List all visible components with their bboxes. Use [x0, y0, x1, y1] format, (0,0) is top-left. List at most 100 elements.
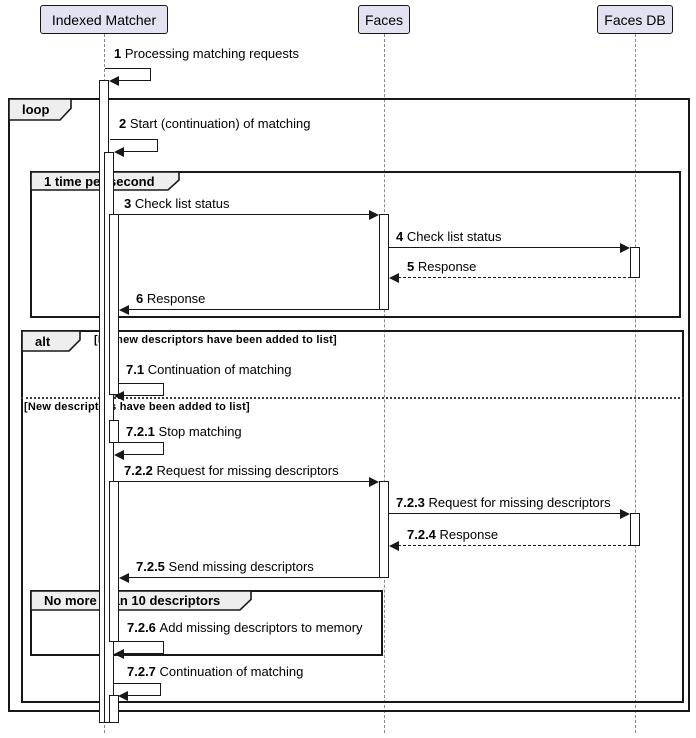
frame-header-3: No more than 10 descriptors: [30, 590, 252, 611]
self-message-top: [119, 641, 163, 642]
self-message-bottom: [127, 695, 161, 696]
arrowhead-right: [369, 210, 379, 220]
arrowhead-right: [620, 243, 630, 253]
arrowhead-left: [119, 573, 129, 583]
message-label-1: 1 Processing matching requests: [114, 46, 299, 61]
arrowhead-left: [389, 541, 399, 551]
message-label-5: 5 Response: [407, 259, 476, 274]
arrowhead-left: [118, 691, 128, 701]
message-label-3: 3 Check list status: [124, 196, 230, 211]
message-label-6: 6 Response: [136, 291, 205, 306]
message-label-7.2.4: 7.2.4 Response: [407, 527, 498, 542]
activation-bar: [379, 214, 389, 310]
message-text: Request for missing descriptors: [428, 495, 611, 510]
arrowhead-left: [114, 391, 124, 401]
message-line: [398, 545, 631, 546]
frame-header-0: loop: [8, 98, 72, 121]
alt-divider: [21, 397, 684, 399]
activation-bar: [109, 420, 119, 443]
message-number: 7.2.4: [407, 527, 436, 542]
message-text: Response: [439, 527, 499, 542]
message-number: 6: [136, 291, 144, 306]
message-number: 7.2.7: [127, 664, 156, 679]
self-message-side: [163, 442, 164, 454]
message-line: [128, 577, 380, 578]
participant-box-faces: Faces: [358, 5, 410, 34]
self-message-bottom: [123, 395, 164, 396]
message-text: Check list status: [406, 229, 502, 244]
message-line: [119, 481, 371, 482]
self-message-bottom: [118, 80, 151, 81]
self-message-side: [163, 641, 164, 653]
message-number: 7.1: [126, 362, 145, 377]
message-number: 5: [407, 259, 415, 274]
message-label-7.2.2: 7.2.2 Request for missing descriptors: [124, 463, 339, 478]
message-text: Check list status: [134, 196, 230, 211]
frame-label-2: alt: [35, 333, 51, 349]
activation-bar: [109, 481, 119, 642]
message-number: 7.2.1: [126, 424, 155, 439]
message-number: 7.2.5: [136, 559, 165, 574]
message-line: [389, 513, 622, 514]
self-message-top: [114, 683, 160, 684]
self-message-top: [119, 383, 163, 384]
message-label-2: 2 Start (continuation) of matching: [119, 116, 311, 131]
arrowhead-left: [114, 147, 124, 157]
activation-bar: [109, 695, 119, 723]
alt-guard-2: [New descriptors have been added to list…: [24, 401, 250, 413]
message-text: Response: [146, 291, 206, 306]
arrowhead-left: [119, 305, 129, 315]
message-number: 7.2.3: [396, 495, 425, 510]
arrowhead-left: [114, 649, 124, 659]
message-label-7.1: 7.1 Continuation of matching: [126, 362, 292, 377]
message-label-7.2.5: 7.2.5 Send missing descriptors: [136, 559, 314, 574]
message-number: 3: [124, 196, 132, 211]
message-text: Add missing descriptors to memory: [159, 620, 363, 635]
message-text: Continuation of matching: [147, 362, 292, 377]
self-message-bottom: [123, 454, 164, 455]
frame-header-2: alt: [21, 330, 81, 352]
message-text: Response: [417, 259, 477, 274]
arrowhead-right: [369, 477, 379, 487]
frame-group-1: [30, 171, 681, 318]
message-text: Request for missing descriptors: [156, 463, 339, 478]
message-label-7.2.7: 7.2.7 Continuation of matching: [127, 664, 303, 679]
message-number: 7.2.2: [124, 463, 153, 478]
participant-box-indexed-matcher: Indexed Matcher: [40, 5, 168, 34]
self-message-side: [160, 683, 161, 695]
activation-bar: [109, 214, 119, 395]
self-message-side: [150, 68, 151, 80]
message-label-7.2.6: 7.2.6 Add missing descriptors to memory: [127, 620, 363, 635]
message-line: [398, 277, 631, 278]
frame-loop-0: [8, 98, 690, 712]
lifeline-1: [384, 34, 385, 733]
message-text: Processing matching requests: [124, 46, 300, 61]
message-label-4: 4 Check list status: [396, 229, 502, 244]
message-number: 2: [119, 116, 127, 131]
participant-box-faces-db: Faces DB: [597, 5, 673, 34]
message-line: [128, 309, 380, 310]
self-message-top: [119, 442, 163, 443]
message-text: Continuation of matching: [159, 664, 304, 679]
arrowhead-right: [620, 509, 630, 519]
self-message-bottom: [123, 653, 164, 654]
self-message-top: [110, 139, 157, 140]
arrowhead-left: [109, 76, 119, 86]
activation-bar: [630, 513, 640, 546]
self-message-top: [105, 68, 150, 69]
activation-bar: [630, 247, 640, 278]
message-text: Stop matching: [158, 424, 242, 439]
activation-bar: [379, 481, 389, 578]
message-number: 7.2.6: [127, 620, 156, 635]
frame-alt-2: [21, 330, 684, 703]
arrowhead-left: [389, 273, 399, 283]
message-line: [119, 214, 371, 215]
message-text: Send missing descriptors: [168, 559, 314, 574]
message-label-7.2.3: 7.2.3 Request for missing descriptors: [396, 495, 611, 510]
message-line: [389, 247, 622, 248]
frame-label-0: loop: [22, 102, 50, 117]
message-number: 1: [114, 46, 122, 61]
alt-guard-1: [No new descriptors have been added to l…: [94, 334, 337, 346]
message-number: 4: [396, 229, 404, 244]
